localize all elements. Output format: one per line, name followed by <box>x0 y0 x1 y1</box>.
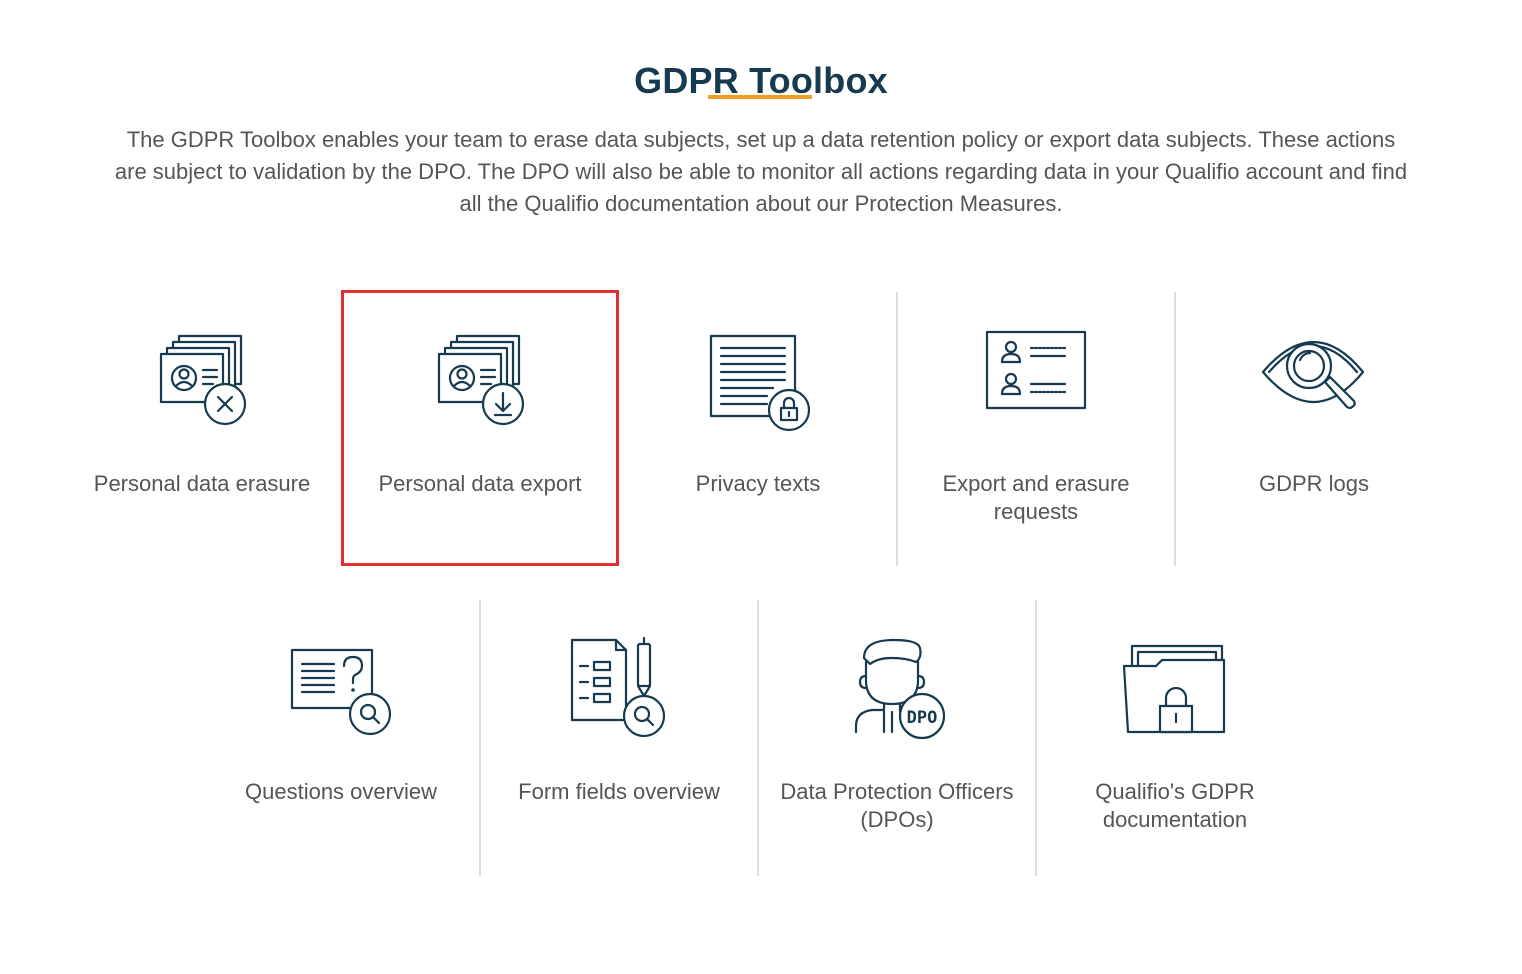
tool-personal-data-export[interactable]: Personal data export <box>341 290 619 566</box>
tool-label: Personal data export <box>378 471 582 496</box>
question-card-search-icon <box>286 636 396 746</box>
tool-label: Privacy texts <box>695 471 821 496</box>
tool-export-erasure-requests[interactable]: Export and erasure requests <box>897 290 1175 566</box>
tool-label: Personal data erasure <box>93 471 311 496</box>
tool-privacy-texts[interactable]: Privacy texts <box>619 290 897 566</box>
tool-label: Questions overview <box>245 779 437 804</box>
page-title: GDPR Toolbox <box>634 60 888 102</box>
dpo-person-icon: DPO <box>842 636 952 746</box>
id-cards-erase-icon <box>147 328 257 438</box>
form-search-icon <box>564 636 674 746</box>
tool-label: Export and erasure requests <box>942 471 1130 524</box>
divider <box>479 600 481 876</box>
intro-text: The GDPR Toolbox enables your team to er… <box>114 127 1408 216</box>
document-lock-icon <box>703 328 813 438</box>
eye-magnifier-icon <box>1259 328 1369 438</box>
tool-data-protection-officers[interactable]: DPO Data Protection Officers (DPOs) <box>758 598 1036 874</box>
tool-label: Form fields overview <box>518 779 720 804</box>
divider <box>1174 292 1176 566</box>
tool-form-fields-overview[interactable]: Form fields overview <box>480 598 758 874</box>
user-list-icon <box>981 328 1091 438</box>
tool-gdpr-logs[interactable]: GDPR logs <box>1175 290 1453 566</box>
folder-lock-icon <box>1120 636 1230 746</box>
tool-personal-data-erasure[interactable]: Personal data erasure <box>63 290 341 566</box>
id-cards-download-icon <box>425 328 535 438</box>
tool-label: Data Protection Officers (DPOs) <box>780 779 1014 832</box>
tool-questions-overview[interactable]: Questions overview <box>202 598 480 874</box>
divider <box>757 600 759 876</box>
divider <box>1035 600 1037 876</box>
tool-label: GDPR logs <box>1258 471 1370 496</box>
dpo-badge-text: DPO <box>907 708 938 728</box>
divider <box>896 292 898 566</box>
tool-gdpr-documentation[interactable]: Qualifio's GDPR documentation <box>1036 598 1314 874</box>
title-underline <box>708 95 812 99</box>
tool-label: Qualifio's GDPR documentation <box>1095 779 1255 832</box>
